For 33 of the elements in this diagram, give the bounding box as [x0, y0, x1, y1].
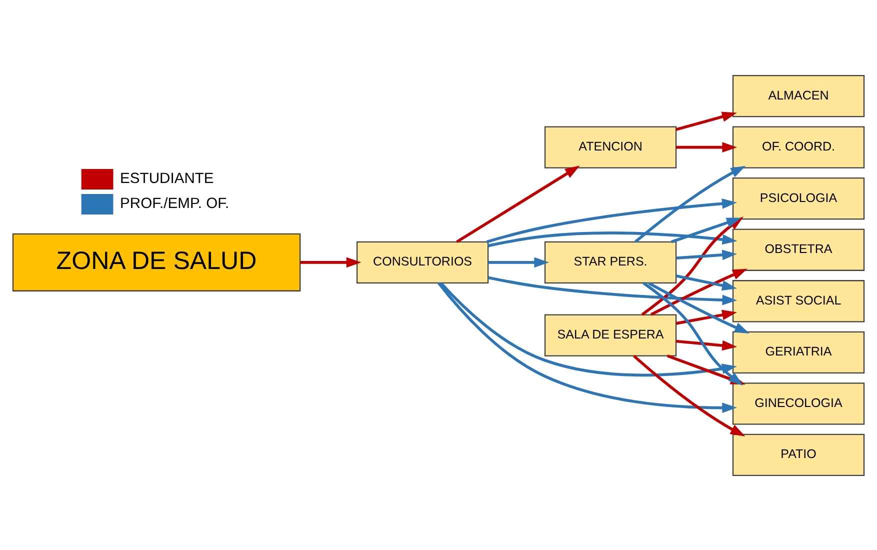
- arrow: [676, 142, 738, 152]
- legend-label: PROF./EMP. OF.: [120, 196, 230, 212]
- node-box: PSICOLOGIA: [732, 177, 865, 220]
- node-box: ATENCION: [544, 126, 677, 168]
- node-box: GERIATRIA: [732, 330, 865, 373]
- node-box: CONSULTORIOS: [356, 240, 489, 283]
- arrow: [486, 198, 737, 243]
- arrow: [438, 282, 738, 412]
- arrow: [440, 281, 737, 376]
- node-box: ALMACEN: [732, 74, 865, 117]
- arrow: [670, 217, 742, 243]
- arrow: [300, 256, 362, 268]
- arrow: [488, 256, 550, 268]
- node-box: SALA DE ESPERA: [544, 314, 677, 356]
- node-box: ZONA DE SALUD: [12, 232, 301, 291]
- arrow: [676, 339, 738, 350]
- legend-label: ESTUDIANTE: [120, 170, 214, 187]
- node-box: GINECOLOGIA: [732, 382, 865, 424]
- arrow: [648, 281, 750, 334]
- arrow: [488, 231, 738, 247]
- arrow: [650, 268, 748, 316]
- arrow: [676, 309, 737, 324]
- node-box: STAR PERS.: [544, 240, 677, 283]
- arrow: [676, 274, 737, 290]
- node-box: PATIO: [732, 433, 865, 476]
- node-box: ASIST SOCIAL: [732, 280, 865, 322]
- node-box: OBSTETRA: [732, 228, 865, 270]
- arrow: [676, 111, 737, 130]
- arrow: [456, 165, 580, 243]
- arrow: [676, 249, 738, 260]
- node-box: OF. COORD.: [732, 126, 865, 168]
- arrow: [642, 281, 744, 386]
- arrow: [488, 276, 738, 305]
